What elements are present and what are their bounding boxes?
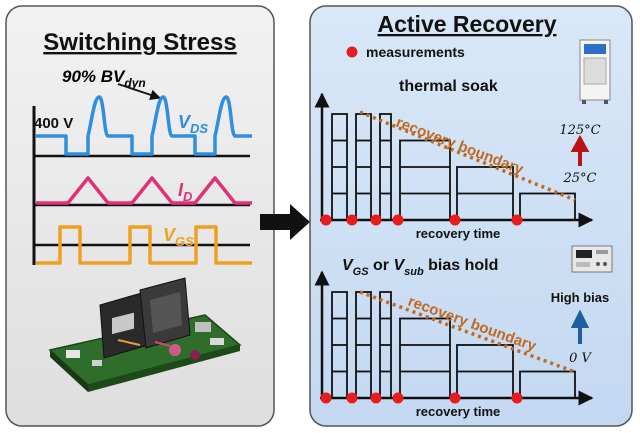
bias-title-rest: bias hold <box>424 257 499 274</box>
bottom-measurement-dot-2 <box>370 392 382 404</box>
top-block-5 <box>519 192 576 221</box>
active-recovery-title: Active Recovery <box>378 11 557 37</box>
vgs-label: VGS <box>163 225 194 249</box>
vds-sub: DS <box>190 121 208 136</box>
top-block-3 <box>399 139 451 221</box>
flow-arrow <box>260 204 310 240</box>
thermal-soak-title: thermal soak <box>399 78 498 95</box>
bias-title-sub2: sub <box>404 266 424 278</box>
id-label: ID <box>178 180 193 204</box>
bottom-recovery-time-label: recovery time <box>416 404 501 419</box>
bias-title-v2: V <box>393 257 405 274</box>
top-stress-blocks <box>331 113 576 221</box>
switching-stress-title: Switching Stress <box>43 29 236 56</box>
temperature-arrow <box>570 134 590 166</box>
bias-title-sub1: GS <box>353 266 370 278</box>
top-measurement-dot-4 <box>449 214 461 226</box>
bias-title-v1: V <box>342 257 354 274</box>
measurement-legend-dot <box>346 46 358 58</box>
top-measurement-dot-0 <box>320 214 332 226</box>
bias-title-or: or <box>369 257 394 274</box>
measurement-legend-text: measurements <box>366 44 465 60</box>
top-measurement-dot-1 <box>346 214 358 226</box>
bias-low-label: 0 V <box>569 351 592 366</box>
top-measurement-dot-5 <box>511 214 523 226</box>
vgs-waveform <box>36 225 252 265</box>
id-main: I <box>178 180 184 200</box>
temp-low-label: 25°C <box>563 171 597 186</box>
top-recovery-time-label: recovery time <box>416 226 501 241</box>
top-measurement-dots <box>320 214 523 226</box>
bv-pointer-arrow <box>117 83 162 101</box>
vds-main: V <box>178 112 192 132</box>
temp-high-label: 125°C <box>559 123 600 138</box>
id-waveform <box>36 176 252 205</box>
bias-high-label: High bias <box>551 290 610 305</box>
bottom-block-3 <box>399 317 451 399</box>
vds-waveform <box>36 95 252 156</box>
switching-stress-panel: Switching Stress 90% BVdyn 400 V VDS ID … <box>5 5 275 427</box>
id-sub: D <box>183 189 193 204</box>
active-recovery-panel: Active Recovery measurements thermal soa… <box>309 5 633 427</box>
bottom-block-5 <box>519 370 576 399</box>
bias-arrow <box>570 309 590 344</box>
vds-label: VDS <box>178 112 208 136</box>
source-meter-icon <box>571 245 613 273</box>
bottom-stress-blocks <box>331 291 576 399</box>
bv-dyn-main: 90% BV <box>62 67 126 86</box>
bottom-measurement-dot-4 <box>449 392 461 404</box>
bottom-measurement-dot-3 <box>392 392 404 404</box>
bottom-measurement-dot-5 <box>511 392 523 404</box>
bv-dyn-sub: dyn <box>124 76 145 90</box>
vgs-main: V <box>163 225 177 245</box>
bottom-measurement-dot-0 <box>320 392 332 404</box>
bottom-recovery-boundary-line <box>359 290 576 374</box>
bottom-measurement-dots <box>320 392 523 404</box>
thermal-chamber-icon <box>579 39 611 104</box>
vgs-sub: GS <box>175 234 194 249</box>
top-measurement-dot-3 <box>392 214 404 226</box>
circuit-board-photo <box>48 277 242 392</box>
top-measurement-dot-2 <box>370 214 382 226</box>
bv-dyn-label: 90% BVdyn <box>62 67 146 90</box>
bias-hold-title: VGS or Vsub bias hold <box>342 257 498 278</box>
voltage-label: 400 V <box>34 115 73 132</box>
bottom-measurement-dot-1 <box>346 392 358 404</box>
